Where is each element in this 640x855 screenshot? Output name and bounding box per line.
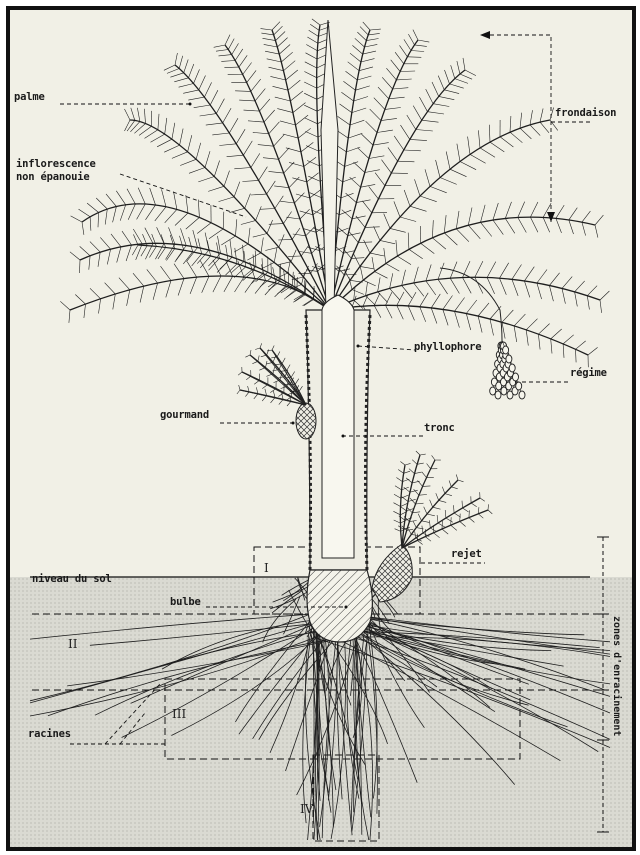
label-tronc: tronc [424, 422, 455, 434]
zone-label-I: I [264, 561, 269, 575]
label-racines: racines [28, 728, 71, 740]
date-palm-diagram [10, 18, 632, 847]
label-frondaison: frondaison [555, 107, 617, 119]
label-gourmand: gourmand [160, 409, 209, 421]
root-system [29, 574, 611, 841]
label-inflorescence: inflorescence [16, 158, 96, 170]
offshoot-rejet [371, 450, 493, 603]
label-niveau-du-sol: niveau du sol [32, 573, 112, 585]
rooting-zones-bracket [597, 536, 609, 833]
date-cluster [439, 267, 526, 400]
zone-box-IV [312, 754, 380, 842]
zone-label-IV: IV [300, 802, 314, 816]
label-regime: régime [570, 367, 607, 379]
label-bulbe: bulbe [170, 596, 201, 608]
zone-label-III: III [172, 707, 187, 721]
leader-lines [60, 34, 590, 745]
bulb [306, 569, 373, 643]
zone-label-II: II [68, 637, 78, 651]
label-non-epanouie: non épanouie [16, 171, 90, 183]
illustration-frame: palme inflorescence non épanouie frondai… [6, 6, 636, 851]
trunk [304, 294, 372, 571]
palm-fronds [60, 18, 610, 368]
label-palme: palme [14, 91, 45, 103]
frondaison-arrow [480, 31, 490, 39]
label-phyllophore: phyllophore [414, 341, 482, 353]
label-rejet: rejet [451, 548, 482, 560]
gourmand-shoot [236, 343, 317, 440]
frondaison-arrowhead [547, 212, 555, 222]
central-spear [320, 19, 339, 311]
label-zones-enracinement: zones d'enracinement [611, 616, 622, 737]
